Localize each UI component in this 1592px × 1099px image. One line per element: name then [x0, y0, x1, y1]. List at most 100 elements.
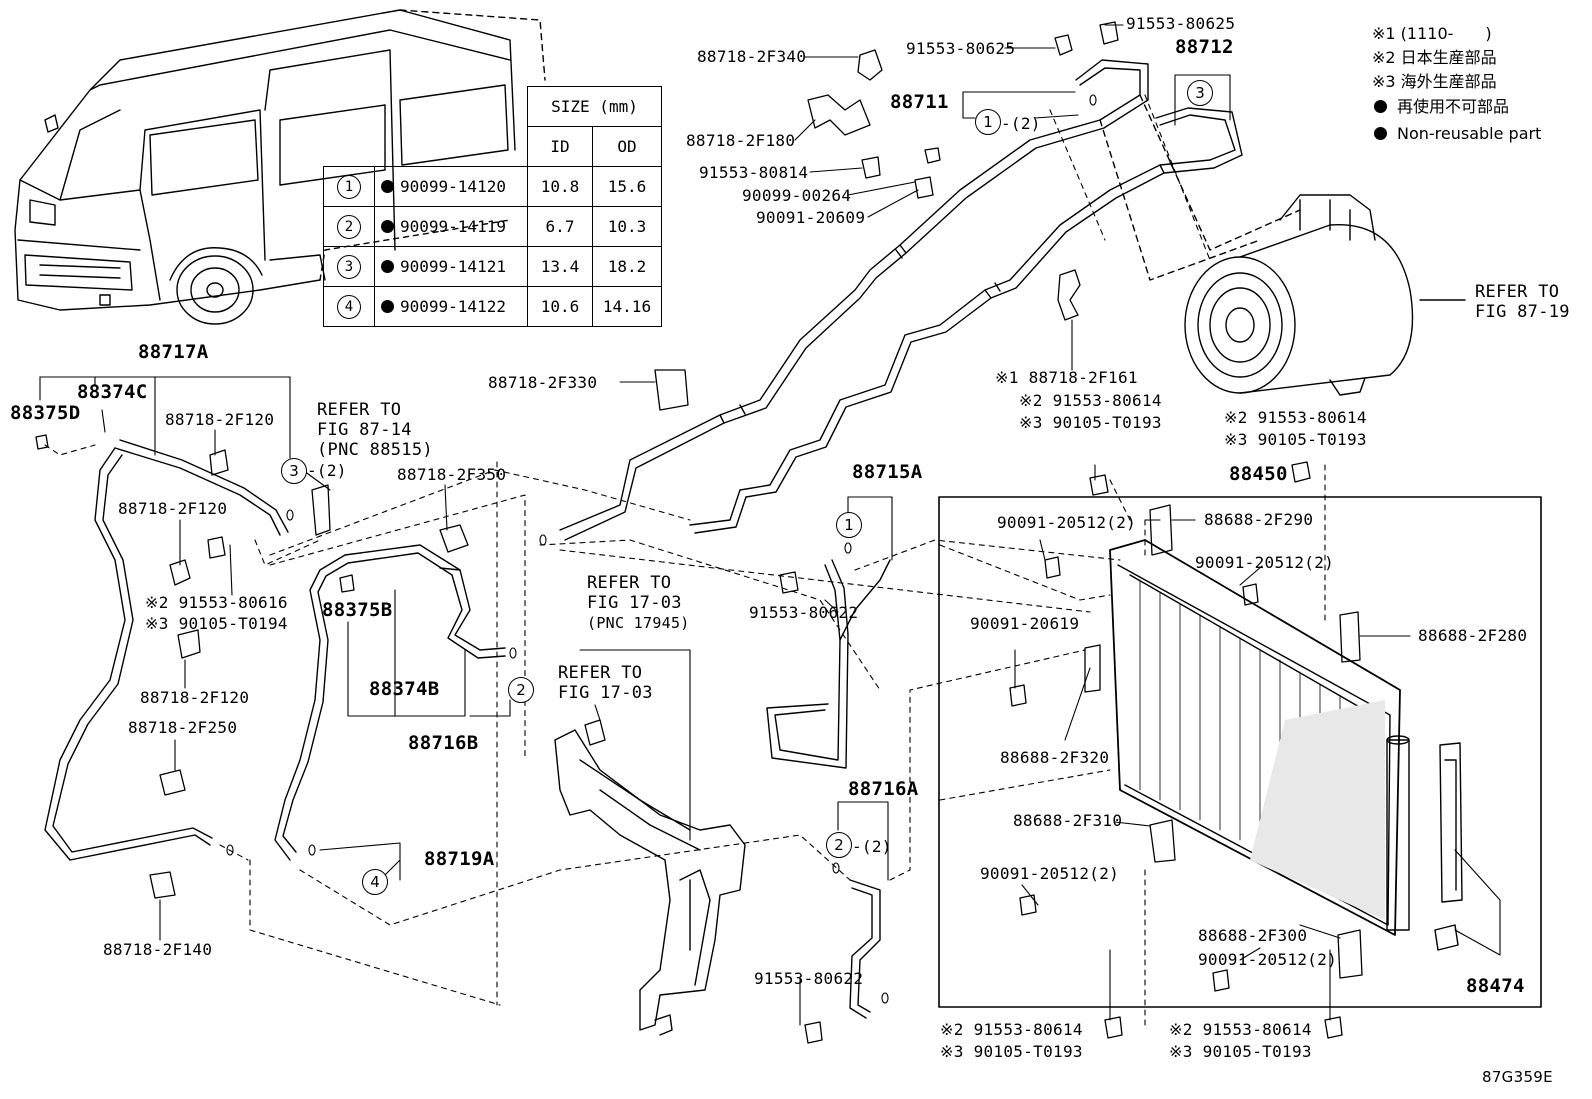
callout-2: 2 — [508, 677, 534, 703]
legend-note-1: ※1 (1110- ) — [1372, 24, 1492, 43]
row-number: 2 — [337, 214, 361, 239]
condenser — [1109, 539, 1410, 936]
legend-note-3: ※3 海外生産部品 — [1372, 72, 1497, 91]
label-88718-2F120: 88718-2F120 — [165, 410, 275, 429]
callout-1: 1 — [836, 512, 862, 538]
nonreusable-dot-icon — [1374, 127, 1387, 140]
callout-qty: -(2) — [852, 837, 892, 856]
table-row: 3 90099-14121 13.4 18.2 — [323, 246, 662, 287]
refer-fig-label: FIG 87-14 — [317, 420, 412, 440]
label-88375B: 88375B — [322, 599, 393, 621]
legend-nonreusable-en: Non-reusable part — [1374, 124, 1541, 144]
receiver-dryer — [1434, 742, 1463, 951]
label-88718-2F340: 88718-2F340 — [697, 47, 807, 66]
label-90091-20512: 90091-20512(2) — [1195, 553, 1335, 572]
bracket-assembly — [554, 729, 746, 1036]
label-91553-80622: 91553-80622 — [754, 969, 864, 988]
refer-label: REFER TO — [587, 573, 672, 593]
callout-3: 3 — [1187, 80, 1213, 106]
table-row: 4 90099-14122 10.6 14.16 — [323, 286, 662, 327]
table-row: 2 90099-14119 6.7 10.3 — [323, 206, 662, 247]
callout-3: 3 — [281, 458, 307, 484]
label-90105-T0194: ※3 90105-T0194 — [145, 614, 288, 633]
label-91553-80616: ※2 91553-80616 — [145, 593, 288, 612]
dashed-leaders — [44, 94, 1326, 1026]
condenser-box — [938, 496, 1542, 1008]
label-88716A: 88716A — [848, 778, 919, 800]
label-88718-2F180: 88718-2F180 — [686, 131, 796, 150]
label-90091-20512: 90091-20512(2) — [980, 864, 1120, 883]
label-90091-20619: 90091-20619 — [970, 614, 1080, 633]
part-number: 90099-14119 — [400, 217, 506, 236]
label-88718-2F250: 88718-2F250 — [128, 718, 238, 737]
callout-qty: -(2) — [1001, 114, 1041, 133]
refer-label: REFER TO — [558, 663, 643, 683]
nonreusable-dot-icon — [381, 300, 394, 313]
refer-fig-label: FIG 87-19 — [1475, 302, 1570, 322]
part-number: 90099-14122 — [400, 297, 506, 316]
label-88718-2F140: 88718-2F140 — [103, 940, 213, 959]
callout-4: 4 — [362, 869, 388, 895]
label-90091-20512: 90091-20512(2) — [1198, 950, 1338, 969]
id-value: 13.4 — [527, 246, 593, 287]
label-88688-2F320: 88688-2F320 — [1000, 748, 1110, 767]
o-rings — [226, 94, 1097, 1004]
oring-size-table: SIZE (mm) ID OD 1 90099-14120 10.8 15.6 … — [323, 86, 662, 327]
label-88711: 88711 — [890, 91, 949, 113]
row-number: 4 — [337, 294, 361, 319]
legend-nonreusable-en-text: Non-reusable part — [1397, 124, 1542, 143]
table-row: 1 90099-14120 10.8 15.6 — [323, 166, 662, 207]
label-90105-T0193: ※3 90105-T0193 — [940, 1042, 1083, 1061]
callout-qty: -(2) — [307, 461, 347, 480]
col-od-header: OD — [592, 126, 662, 167]
label-91553-80614: ※2 91553-80614 — [1169, 1020, 1312, 1039]
refer-pnc-label: (PNC 17945) — [587, 614, 690, 632]
label-88688-2F300: 88688-2F300 — [1198, 926, 1308, 945]
label-88474: 88474 — [1466, 975, 1525, 997]
label-88688-2F280: 88688-2F280 — [1418, 626, 1528, 645]
label-90091-20609: 90091-20609 — [756, 208, 866, 227]
label-88718-2F350: 88718-2F350 — [397, 465, 507, 484]
label-91553-80622: 91553-80622 — [749, 603, 859, 622]
id-value: 10.6 — [527, 286, 593, 327]
od-value: 18.2 — [592, 246, 662, 287]
label-91553-80614: ※2 91553-80614 — [1019, 391, 1162, 410]
row-number: 3 — [337, 254, 361, 279]
label-88718-2F330: 88718-2F330 — [488, 373, 598, 392]
clamps — [149, 49, 1363, 979]
compressor — [1099, 94, 1466, 396]
label-88718-2F120: 88718-2F120 — [118, 499, 228, 518]
legend-nonreusable-jp-text: 再使用不可部品 — [1397, 97, 1510, 116]
label-88374C: 88374C — [77, 381, 148, 403]
legend-nonreusable-jp: 再使用不可部品 — [1374, 97, 1509, 117]
label-88375D: 88375D — [10, 402, 81, 424]
label-88688-2F310: 88688-2F310 — [1013, 811, 1123, 830]
nonreusable-dot-icon — [381, 260, 394, 273]
label-91553-80625: 91553-80625 — [1126, 14, 1236, 33]
label-90105-T0193: ※3 90105-T0193 — [1224, 430, 1367, 449]
label-90105-T0193: ※3 90105-T0193 — [1169, 1042, 1312, 1061]
part-number: 90099-14120 — [400, 177, 506, 196]
hose-88717A — [44, 439, 289, 861]
figure-code: 87G359E — [1482, 1068, 1553, 1086]
label-91553-80814: 91553-80814 — [699, 163, 809, 182]
nonreusable-dot-icon — [1374, 100, 1387, 113]
label-90105-T0193: ※3 90105-T0193 — [1019, 413, 1162, 432]
label-88716B: 88716B — [408, 732, 479, 754]
row-number: 1 — [337, 174, 361, 199]
od-value: 14.16 — [592, 286, 662, 327]
id-value: 10.8 — [527, 166, 593, 207]
od-value: 10.3 — [592, 206, 662, 247]
label-88374B: 88374B — [369, 678, 440, 700]
refer-pnc-label: (PNC 88515) — [317, 440, 433, 460]
label-88719A: 88719A — [424, 848, 495, 870]
legend-note-2: ※2 日本生産部品 — [1372, 48, 1497, 67]
nonreusable-dot-icon — [381, 180, 394, 193]
label-88718-2F120: 88718-2F120 — [140, 688, 250, 707]
size-header: SIZE (mm) — [527, 86, 662, 127]
nonreusable-dot-icon — [381, 220, 394, 233]
label-88715A: 88715A — [852, 461, 923, 483]
hose-88715A — [766, 559, 891, 769]
label-88718-2F161: ※1 88718-2F161 — [995, 368, 1138, 387]
